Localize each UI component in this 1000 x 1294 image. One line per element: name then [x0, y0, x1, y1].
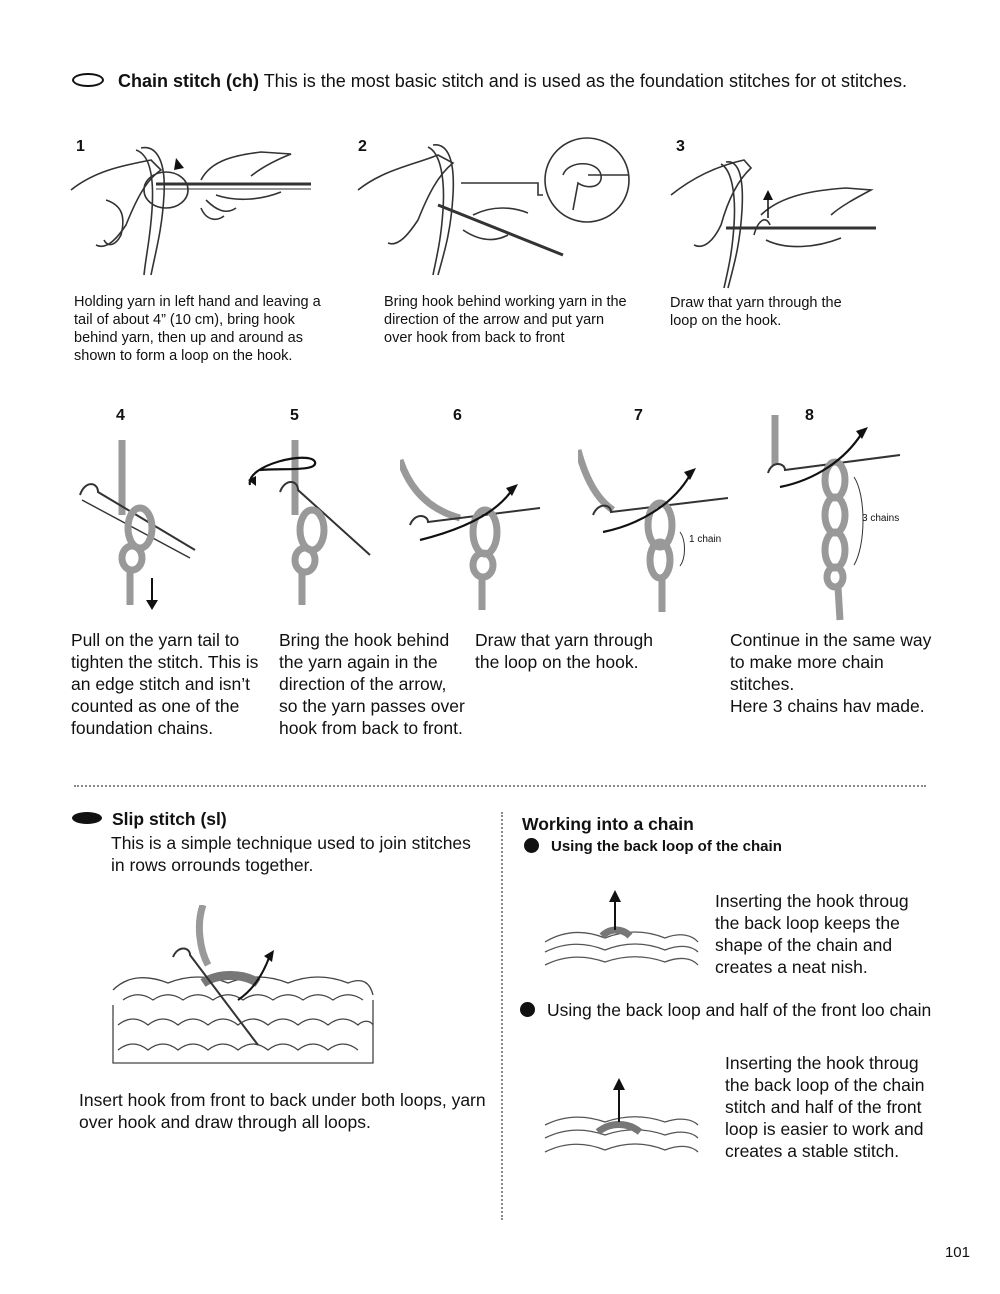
step-5-caption: Bring the hook behind the yarn again in …: [279, 629, 469, 739]
page-number: 101: [945, 1244, 970, 1261]
step-3-caption: Draw that yarn through the loop on the h…: [670, 294, 870, 330]
three-chains-label: 3 chains: [862, 513, 899, 524]
chain-stitch-title: Chain stitch (ch): [118, 71, 259, 91]
step-3-illustration: [666, 150, 896, 290]
slip-stitch-caption: Insert hook from front to back under bot…: [79, 1089, 489, 1133]
step-number-5: 5: [290, 407, 299, 425]
bullet-icon: [520, 1002, 535, 1017]
method-1-heading: Using the back loop of the chain: [524, 838, 782, 855]
method-2-heading: Using the back loop and half of the fron…: [520, 1000, 931, 1021]
step-2-caption: Bring hook behind working yarn in the di…: [384, 293, 634, 347]
method-1-illustration: [540, 880, 705, 980]
step-number-6: 6: [453, 407, 462, 425]
bullet-icon: [524, 838, 539, 853]
chain-stitch-intro: This is the most basic stitch and is use…: [259, 71, 907, 91]
step-4-caption: Pull on the yarn tail to tighten the sti…: [71, 629, 271, 739]
step-8-caption: Continue in the same way to make more ch…: [730, 629, 940, 717]
section-divider: [74, 785, 926, 787]
slip-stitch-symbol-icon: [72, 812, 102, 824]
slip-stitch-description: This is a simple technique used to join …: [111, 832, 471, 876]
column-divider: [501, 812, 503, 1220]
step-number-7: 7: [634, 407, 643, 425]
slip-stitch-illustration: [108, 905, 383, 1070]
step-2-illustration: [353, 135, 643, 280]
step-6-caption: Draw that yarn through the loop on the h…: [475, 629, 675, 673]
method-2-caption: Inserting the hook throug the back loop …: [725, 1052, 945, 1162]
method-2-illustration: [540, 1070, 705, 1170]
step-1-caption: Holding yarn in left hand and leaving a …: [74, 293, 339, 365]
method-1-title: Using the back loop of the chain: [551, 838, 782, 855]
step-1-illustration: [66, 140, 316, 280]
method-2-title: Using the back loop and half of the fron…: [547, 1000, 931, 1020]
one-chain-label: 1 chain: [689, 534, 721, 545]
slip-stitch-heading: Slip stitch (sl): [72, 809, 227, 830]
slip-stitch-title: Slip stitch (sl): [112, 809, 227, 829]
step-6-illustration: [400, 440, 550, 620]
step-4-illustration: [70, 440, 210, 620]
chain-symbol-icon: [72, 73, 104, 87]
working-chain-heading: Working into a chain: [522, 814, 694, 835]
method-1-caption: Inserting the hook throug the back loop …: [715, 890, 935, 978]
chain-stitch-heading: Chain stitch (ch) This is the most basic…: [72, 70, 912, 92]
step-7-illustration: [578, 440, 738, 620]
step-5-illustration: [240, 440, 380, 620]
step-number-4: 4: [116, 407, 125, 425]
